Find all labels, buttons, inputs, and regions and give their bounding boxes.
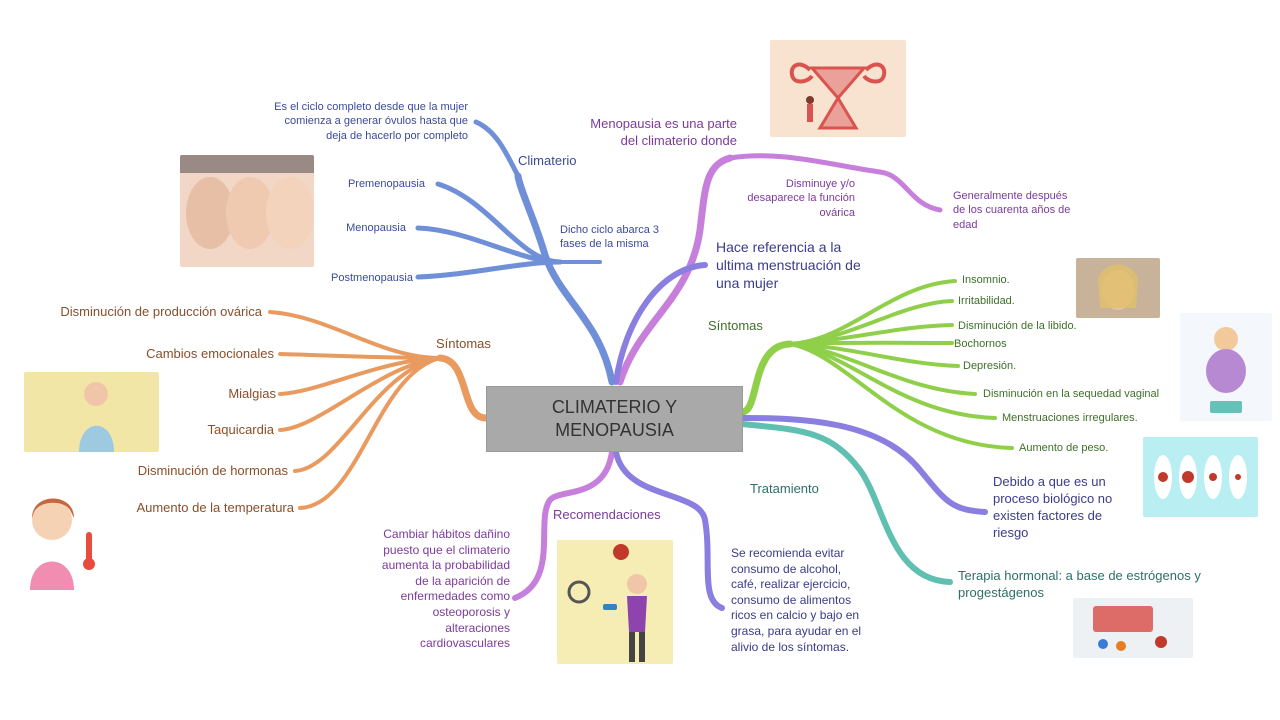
sintoma-right-item: Depresión.: [963, 360, 1017, 372]
sintomas-left-branch: [268, 310, 490, 510]
stressed-woman-image: [1076, 258, 1160, 318]
sintoma-right-item: Bochornos: [954, 338, 1007, 350]
sintoma-left-item: Cambios emocionales: [146, 346, 274, 361]
sintomas-right-label[interactable]: Síntomas: [708, 318, 763, 333]
fever-girl-image: [4, 482, 109, 590]
menopausia-intro: Menopausia es una parte del climaterio d…: [590, 116, 737, 148]
recomendaciones-branch: [512, 449, 725, 611]
sintomas-right-branch: [738, 279, 1014, 450]
sintoma-left-item: Disminución de hormonas: [137, 463, 288, 478]
climaterio-definition: Es el ciclo completo desde que la mujer …: [274, 101, 468, 142]
sintomas-left-label[interactable]: Síntomas: [436, 336, 491, 351]
central-topic[interactable]: CLIMATERIO Y MENOPAUSIA: [486, 386, 743, 452]
pills-image: [1073, 598, 1193, 658]
recomendaciones-label[interactable]: Recomendaciones: [553, 507, 661, 522]
sick-woman-image: [24, 372, 159, 452]
sintoma-right-item: Disminución en la sequedad vaginal: [983, 388, 1160, 400]
tratamiento-branch: [739, 415, 988, 585]
uterus-hourglass-image: [770, 40, 906, 137]
tratamiento-no-risk: Debido a que es un proceso biológico no …: [993, 474, 1113, 540]
tratamiento-label[interactable]: Tratamiento: [750, 481, 819, 496]
sintoma-left-item: Taquicardia: [207, 422, 275, 437]
menstrual-pads-image: [1143, 437, 1258, 517]
menopausia-branch: [616, 153, 943, 386]
menopausia-detail: Disminuye y/o desaparece la función ovár…: [747, 178, 855, 219]
recomendaciones-right: Se recomienda evitar consumo de alcohol,…: [731, 546, 862, 654]
referencia-text: Hace referencia a la ultima menstruación…: [716, 239, 861, 292]
weight-scale-image: [1180, 313, 1272, 421]
sintoma-right-item: Disminución de la libido.: [958, 320, 1077, 332]
climaterio-phases-note: Dicho ciclo abarca 3 fases de la misma: [560, 224, 660, 251]
sintoma-right-item: Menstruaciones irregulares.: [1002, 412, 1138, 424]
phase-postmenopausia: Postmenopausia: [331, 272, 413, 284]
sintoma-left-item: Aumento de la temperatura: [136, 500, 294, 515]
tratamiento-therapy: Terapia hormonal: a base de estrógenos y…: [958, 568, 1201, 600]
sintoma-right-item: Aumento de peso.: [1019, 442, 1109, 454]
recomendaciones-left: Cambiar hábitos dañino puesto que el cli…: [381, 527, 510, 651]
exercise-woman-image: [557, 540, 673, 664]
phase-premenopausia: Premenopausia: [347, 178, 425, 190]
sintoma-left-item: Mialgias: [228, 386, 276, 401]
phase-menopausia: Menopausia: [346, 222, 406, 234]
sintoma-right-item: Insomnio.: [962, 274, 1010, 286]
climaterio-label[interactable]: Climaterio: [518, 153, 577, 168]
referencia-branch: [613, 262, 708, 385]
sintoma-left-item: Disminución de producción ovárica: [60, 304, 262, 319]
sintoma-right-item: Irritabilidad.: [958, 295, 1015, 307]
climaterio-branch: [415, 119, 616, 386]
aging-faces-image: [180, 155, 314, 267]
menopausia-when: Generalmente después de los cuarenta año…: [953, 190, 1071, 231]
